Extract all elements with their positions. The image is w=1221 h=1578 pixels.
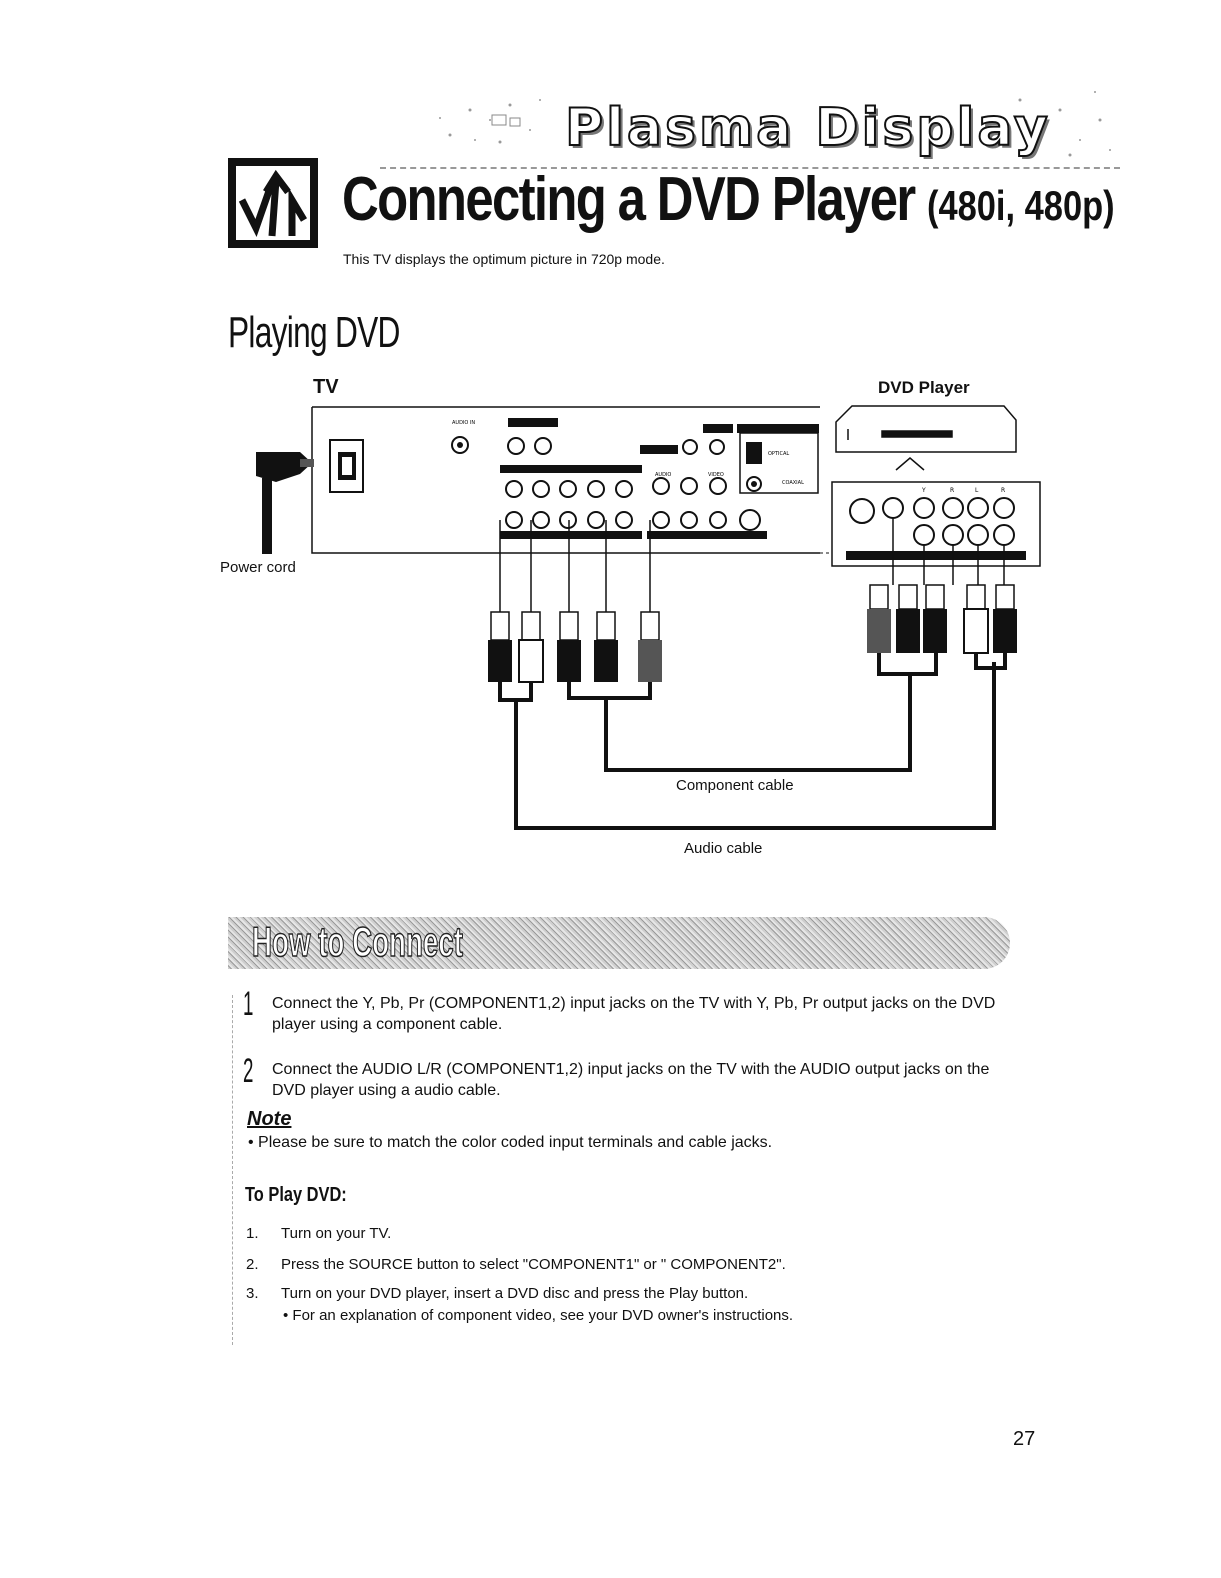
coaxial-label: COAXIAL <box>782 480 804 486</box>
how-to-connect-title: How to Connect <box>252 917 464 966</box>
dvd-rear-panel: Y R L R <box>831 481 1041 567</box>
step-text: Connect the AUDIO L/R (COMPONENT1,2) inp… <box>272 1061 990 1099</box>
page-subtitle: This TV displays the optimum picture in … <box>343 251 665 267</box>
list-item: Turn on your TV. <box>281 1225 392 1242</box>
power-plug-icon <box>256 452 314 554</box>
step-number: 2 <box>243 1052 254 1090</box>
list-item: Press the SOURCE button to select "COMPO… <box>281 1256 786 1273</box>
tv-jack-block: OPTICAL COAXIAL AUDIO VIDEO <box>500 418 819 539</box>
dvd-player-icon <box>835 405 1017 471</box>
step-text: Connect the Y, Pb, Pr (COMPONENT1,2) inp… <box>272 995 996 1033</box>
tv-label: TV <box>313 376 339 398</box>
video-label: VIDEO <box>708 472 724 478</box>
section-title: Playing DVD <box>228 308 400 357</box>
list-number: 2. <box>246 1256 259 1273</box>
header-banner: Plasma Display <box>380 80 1120 175</box>
note-text: • Please be sure to match the color code… <box>248 1134 773 1151</box>
ac-audio-in-label: AUDIO IN <box>452 420 475 426</box>
audio-label: AUDIO <box>655 472 671 478</box>
dvd-cable-plugs <box>867 518 1017 654</box>
how-to-connect-banner <box>228 917 1010 969</box>
connection-icon <box>228 158 318 248</box>
page-title-text: Connecting a DVD Player <box>342 165 916 234</box>
connection-icon-inner <box>236 166 310 240</box>
banner-texture <box>439 91 1111 157</box>
page-title-resolution: (480i, 480p) <box>927 182 1115 229</box>
dvd-y-label: Y <box>921 487 926 494</box>
banner-divider <box>380 167 1120 169</box>
tv-cable-plugs <box>488 611 662 683</box>
dvd-l-label: L <box>975 487 979 494</box>
list-number: 1. <box>246 1225 259 1242</box>
component-cable-label: Component cable <box>676 777 794 794</box>
ac-audio-in-jack: AUDIO IN <box>451 420 475 454</box>
audio-cable-label: Audio cable <box>684 840 763 857</box>
page-number: 27 <box>1013 1428 1036 1450</box>
note-label: Note <box>247 1108 292 1130</box>
dvd-player-label: DVD Player <box>878 378 970 397</box>
margin-rule <box>232 995 233 1345</box>
tv-cables <box>499 520 651 612</box>
banner-title: Plasma Display <box>564 97 1051 159</box>
arrows-icon <box>238 169 308 237</box>
to-play-title: To Play DVD: <box>245 1184 347 1206</box>
page-title: Connecting a DVD Player (480i, 480p) <box>342 164 1115 235</box>
list-item: Turn on your DVD player, insert a DVD di… <box>281 1285 749 1302</box>
connection-diagram: AUDIO IN OPTICAL COAXIAL AUDIO <box>256 405 1041 830</box>
step-number: 1 <box>243 985 254 1023</box>
power-cord-label: Power cord <box>220 559 296 576</box>
dvd-pr-label: R <box>950 487 954 494</box>
optical-label: OPTICAL <box>768 451 789 457</box>
dvd-r-label: R <box>1001 487 1005 494</box>
list-sub-bullet: • For an explanation of component video,… <box>283 1307 794 1324</box>
power-socket <box>329 439 364 493</box>
list-number: 3. <box>246 1285 259 1302</box>
cable-routing <box>498 653 1007 830</box>
